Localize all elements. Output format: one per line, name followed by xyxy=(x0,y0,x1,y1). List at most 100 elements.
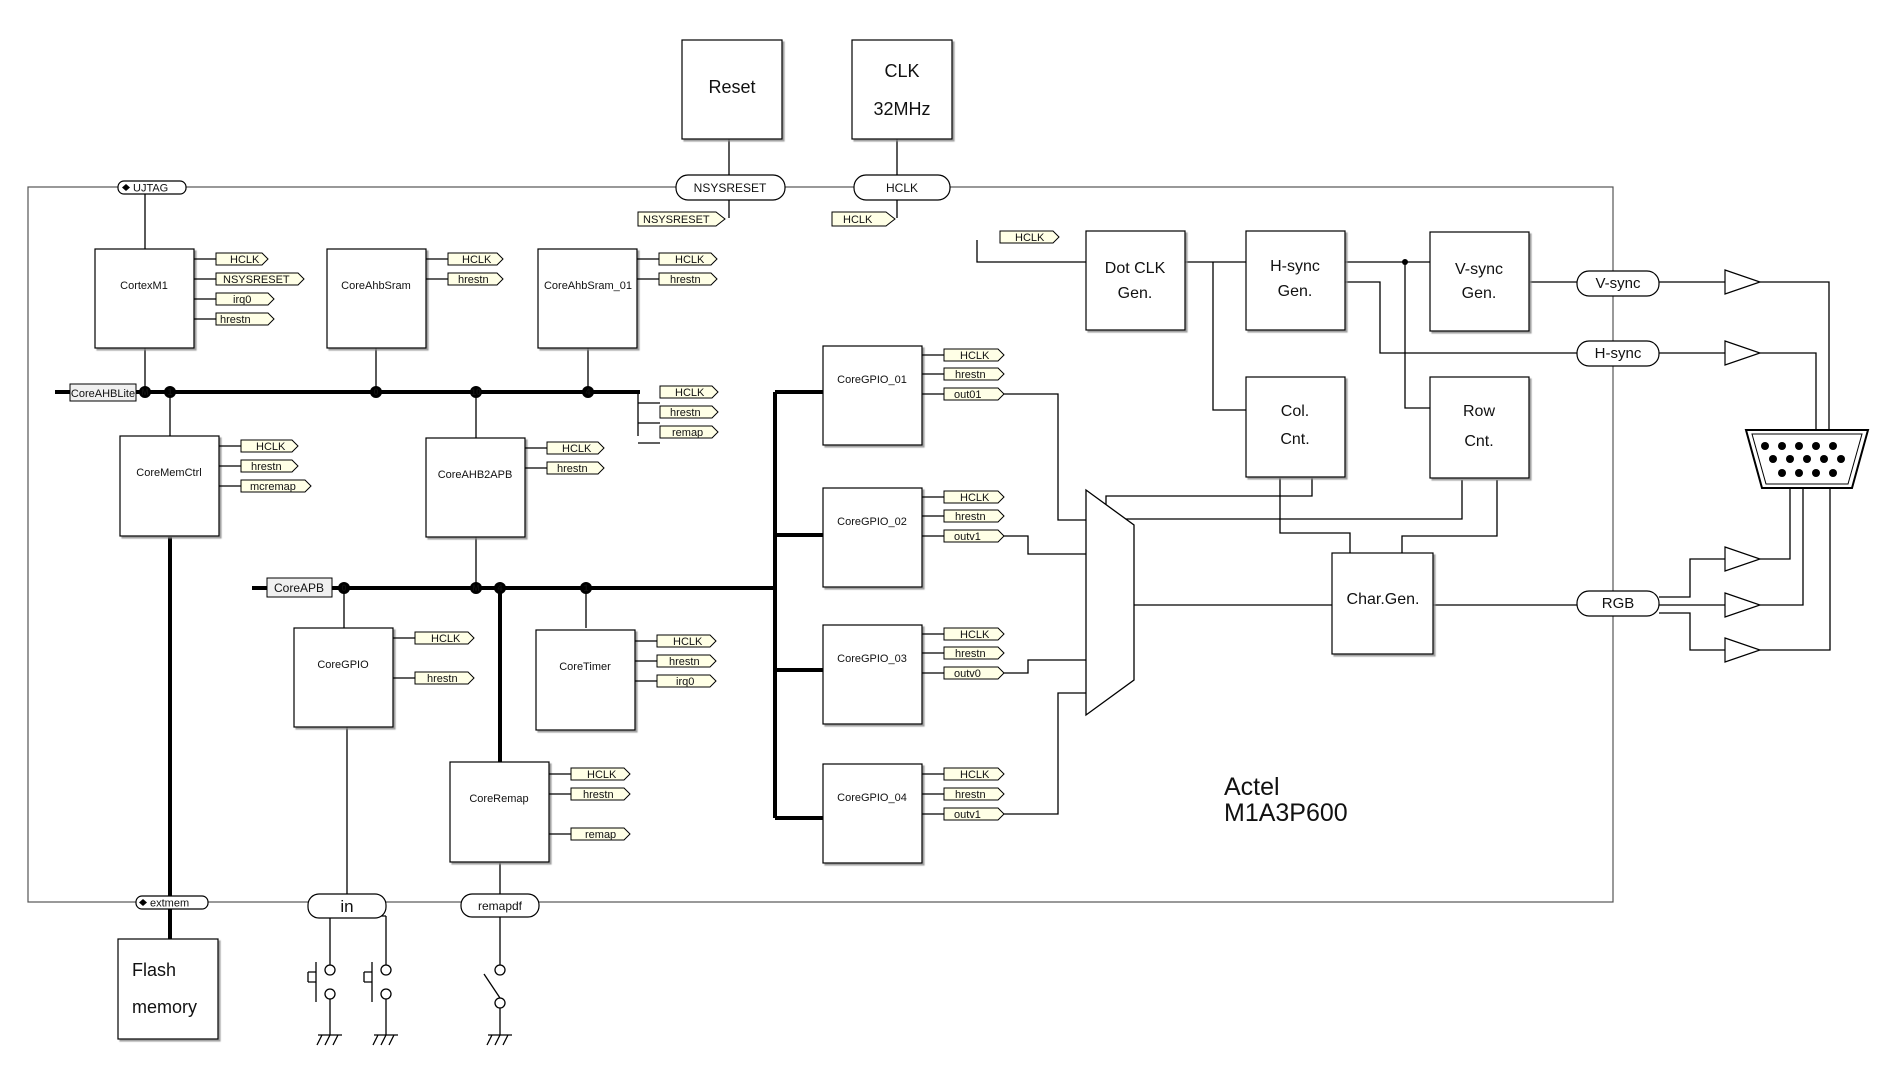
svg-text:NSYSRESET: NSYSRESET xyxy=(694,181,767,195)
block-char-gen: Char.Gen. xyxy=(1331,552,1434,655)
svg-text:hrestn: hrestn xyxy=(955,369,986,381)
block-col-cnt: Col. Cnt. xyxy=(1245,376,1346,478)
svg-text:Row: Row xyxy=(1463,403,1495,420)
svg-text:hrestn: hrestn xyxy=(955,789,986,801)
svg-text:M: M xyxy=(141,387,149,397)
clk-block xyxy=(851,39,953,140)
ahb-bus-label: CoreAHBLite xyxy=(69,383,137,402)
reset-block xyxy=(681,39,783,140)
svg-text:CoreAPB: CoreAPB xyxy=(274,581,324,595)
svg-text:Char.Gen.: Char.Gen. xyxy=(1347,591,1420,608)
block-coregpio-02: CoreGPIO_02 HCLK hrestn outv1 xyxy=(822,487,1005,588)
svg-text:hrestn: hrestn xyxy=(557,463,588,475)
svg-text:HCLK: HCLK xyxy=(1015,232,1045,244)
block-dotclk-gen: Dot CLK Gen. xyxy=(1085,230,1186,331)
svg-text:hrestn: hrestn xyxy=(220,314,251,326)
pad-rgb: RGB xyxy=(1576,590,1660,617)
svg-text:Cnt.: Cnt. xyxy=(1280,431,1309,448)
svg-text:CoreAHBLite: CoreAHBLite xyxy=(71,388,135,400)
svg-text:0: 0 xyxy=(341,583,346,593)
svg-text:hrestn: hrestn xyxy=(458,274,489,286)
svg-text:UJTAG: UJTAG xyxy=(133,183,168,195)
svg-text:RGB: RGB xyxy=(1602,595,1635,612)
svg-text:CoreGPIO_03: CoreGPIO_03 xyxy=(837,653,907,665)
svg-text:H-sync: H-sync xyxy=(1270,258,1320,275)
ground-1-icon xyxy=(316,1034,342,1046)
pad-vsync: V-sync xyxy=(1576,270,1660,297)
block-flash-memory: Flash memory xyxy=(117,938,219,1040)
svg-text:0: 0 xyxy=(373,387,378,397)
svg-text:HCLK: HCLK xyxy=(843,214,873,226)
ground-3-icon xyxy=(486,1034,512,1046)
svg-text:irq0: irq0 xyxy=(676,676,694,688)
svg-text:HCLK: HCLK xyxy=(562,443,592,455)
svg-text:CortexM1: CortexM1 xyxy=(120,280,168,292)
svg-text:1: 1 xyxy=(583,583,588,593)
svg-text:HCLK: HCLK xyxy=(587,769,617,781)
toggle-switch-icon xyxy=(483,964,506,1009)
apb-bus-label: CoreAPB xyxy=(266,577,333,598)
push-button-switch-2-icon xyxy=(363,962,392,1002)
svg-text:1: 1 xyxy=(167,387,172,397)
svg-text:V-sync: V-sync xyxy=(1595,275,1641,292)
svg-text:HCLK: HCLK xyxy=(886,181,918,195)
svg-text:Gen.: Gen. xyxy=(1462,285,1497,302)
svg-text:CoreGPIO_04: CoreGPIO_04 xyxy=(837,792,907,804)
svg-text:irq0: irq0 xyxy=(233,294,251,306)
clk-label-line1: CLK xyxy=(884,61,919,81)
block-coregpio-03: CoreGPIO_03 HCLK hrestn outv0 xyxy=(822,624,1005,725)
block-coregpio: CoreGPIO HCLK hrestn xyxy=(293,627,475,728)
svg-text:hrestn: hrestn xyxy=(669,656,700,668)
svg-text:outv0: outv0 xyxy=(954,668,981,680)
mux xyxy=(1085,488,1135,717)
svg-text:HCLK: HCLK xyxy=(675,387,705,399)
ahb-node-1: 1 xyxy=(164,386,176,398)
apb-node-4: 4 xyxy=(494,582,506,594)
svg-text:V-sync: V-sync xyxy=(1455,261,1503,278)
ahb-node-10: 10 xyxy=(470,386,482,398)
block-row-cnt: Row Cnt. xyxy=(1429,376,1530,479)
block-hsync-gen: H-sync Gen. xyxy=(1245,230,1346,331)
svg-text:CoreMemCtrl: CoreMemCtrl xyxy=(136,467,201,479)
svg-text:H-sync: H-sync xyxy=(1595,345,1642,362)
svg-text:remap: remap xyxy=(672,427,703,439)
push-button-switch-1-icon xyxy=(307,962,336,1002)
svg-text:NSYSRESET: NSYSRESET xyxy=(223,274,290,286)
svg-text:hrestn: hrestn xyxy=(583,789,614,801)
pad-hclk: HCLK xyxy=(853,174,951,201)
wires xyxy=(55,138,1831,1035)
buffer-blue xyxy=(1724,637,1762,663)
svg-text:mcremap: mcremap xyxy=(250,481,296,493)
svg-text:hrestn: hrestn xyxy=(955,648,986,660)
ahb-node-4: 4 xyxy=(582,386,594,398)
block-coreahbsram-01: CoreAhbSram_01 HCLK hrestn xyxy=(537,248,718,349)
svg-text:NSYSRESET: NSYSRESET xyxy=(643,214,710,226)
block-corememctrl: CoreMemCtrl HCLK hrestn mcremap xyxy=(119,435,312,537)
svg-text:extmem: extmem xyxy=(150,898,189,910)
svg-text:Dot CLK: Dot CLK xyxy=(1105,260,1166,277)
block-coregpio-04: CoreGPIO_04 HCLK hrestn outv1 xyxy=(822,763,1005,864)
svg-text:HCLK: HCLK xyxy=(960,350,990,362)
apb-node-1: 1 xyxy=(580,582,592,594)
pad-extmem: extmem xyxy=(135,895,209,910)
svg-text:hrestn: hrestn xyxy=(670,407,701,419)
ahb-node-m: M xyxy=(139,386,151,398)
svg-text:hrestn: hrestn xyxy=(251,461,282,473)
buffer-hsync xyxy=(1724,340,1762,366)
ahb-port-hclk: HCLK xyxy=(659,385,719,399)
block-coreremap: CoreRemap HCLK hrestn remap xyxy=(449,761,631,863)
svg-text:M: M xyxy=(472,583,480,593)
buffer-vsync xyxy=(1724,269,1762,295)
svg-text:remap: remap xyxy=(585,829,616,841)
block-coretimer: CoreTimer HCLK hrestn irq0 xyxy=(535,629,717,731)
buffer-red xyxy=(1724,546,1762,572)
svg-text:Flash: Flash xyxy=(132,960,176,980)
apb-node-0: 0 xyxy=(338,582,350,594)
svg-text:Col.: Col. xyxy=(1281,403,1309,420)
svg-text:HCLK: HCLK xyxy=(462,254,492,266)
pad-hsync: H-sync xyxy=(1576,340,1660,367)
apb-node-m: M xyxy=(470,582,482,594)
block-cortexm1: CortexM1 HCLK NSYSRESET irq0 hrestn xyxy=(94,248,305,349)
svg-text:in: in xyxy=(340,897,353,916)
